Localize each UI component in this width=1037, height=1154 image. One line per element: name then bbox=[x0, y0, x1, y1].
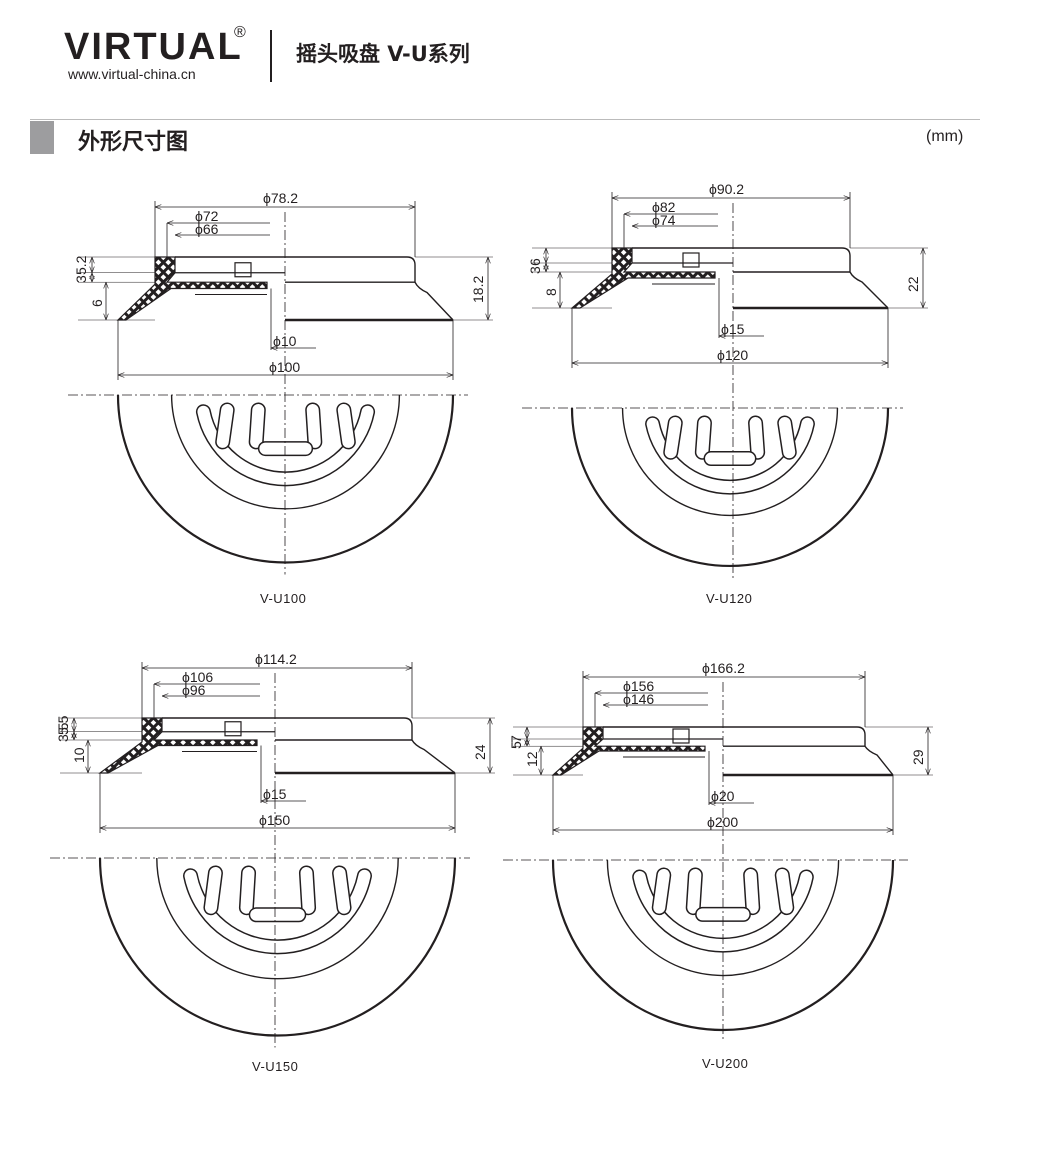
cup-profile-right bbox=[733, 247, 889, 309]
groove-slot-radial-inner bbox=[306, 404, 321, 448]
suction-cup-1 bbox=[570, 247, 890, 568]
dim-d1-label: ϕ72 bbox=[195, 208, 219, 224]
dim-base-label: ϕ150 bbox=[259, 812, 291, 828]
cup-section-hatch bbox=[98, 717, 258, 774]
groove-slot-radial-inner bbox=[337, 404, 355, 448]
groove-slot-radial-inner bbox=[664, 417, 682, 459]
nipple-shape bbox=[234, 262, 252, 278]
header-rule bbox=[30, 119, 980, 120]
registered-mark: ® bbox=[234, 24, 246, 41]
groove-slot-radial-inner bbox=[300, 867, 315, 914]
page-title: 摇头吸盘 V-U系列 bbox=[296, 42, 470, 66]
suction-cup-3 bbox=[551, 726, 895, 1032]
unit-label: (mm) bbox=[926, 128, 964, 145]
cup-section-hatch bbox=[570, 247, 716, 309]
website-url: www.virtual-china.cn bbox=[68, 66, 196, 82]
groove-slot-radial-inner bbox=[778, 417, 796, 459]
dim-v2-label: 3 bbox=[73, 275, 89, 284]
dim-height-label: 22 bbox=[905, 276, 921, 292]
dim-port-label: ϕ15 bbox=[721, 321, 745, 337]
section-title: 外形尺寸图 bbox=[78, 130, 189, 155]
groove-slot-radial-inner bbox=[687, 869, 702, 914]
nipple-shape bbox=[224, 721, 242, 737]
dim-v1-label: 5.2 bbox=[73, 255, 89, 275]
dim-d2-label: ϕ96 bbox=[182, 682, 206, 698]
bottom-view-outline bbox=[98, 857, 457, 1037]
groove-slot-radial-inner bbox=[333, 867, 351, 914]
dim-v1-label: 6 bbox=[527, 257, 543, 266]
cup-section-hatch bbox=[551, 726, 706, 776]
dim-base-label: ϕ120 bbox=[717, 347, 749, 363]
dim-d2-label: ϕ74 bbox=[652, 212, 676, 228]
dim-d1-label: ϕ156 bbox=[623, 678, 655, 694]
bottom-view-outline bbox=[570, 407, 890, 568]
groove-slot-radial-inner bbox=[696, 417, 711, 459]
dim-base-label: ϕ100 bbox=[269, 359, 301, 375]
dim-v2-label: 3.5 bbox=[55, 722, 71, 742]
dim-outer-label: ϕ166.2 bbox=[702, 660, 745, 676]
dim-v3-label: 12 bbox=[524, 751, 540, 767]
header-divider bbox=[270, 30, 272, 82]
model-name: V-U150 bbox=[252, 1059, 299, 1074]
dim-height-label: 18.2 bbox=[470, 275, 486, 303]
dim-v3-label: 6 bbox=[89, 299, 105, 308]
dim-v2-label: 5 bbox=[508, 740, 524, 749]
inner-ring bbox=[170, 394, 401, 510]
section-marker bbox=[30, 121, 54, 154]
bottom-view-outline bbox=[116, 394, 455, 564]
dim-d1-label: ϕ82 bbox=[652, 199, 676, 215]
nipple-shape bbox=[672, 728, 690, 744]
dim-v2-label: 3 bbox=[527, 265, 543, 274]
dim-d2-label: ϕ146 bbox=[623, 691, 655, 707]
cup-profile-right bbox=[285, 256, 454, 321]
model-name: V-U120 bbox=[706, 591, 753, 606]
suction-cup-0 bbox=[116, 256, 455, 564]
dim-d1-label: ϕ106 bbox=[182, 669, 214, 685]
inner-ring bbox=[621, 407, 839, 517]
dim-outer-label: ϕ114.2 bbox=[255, 651, 297, 667]
dim-v3-label: 8 bbox=[543, 288, 559, 296]
groove-slot-radial-inner bbox=[204, 867, 222, 914]
inner-ring bbox=[156, 857, 399, 980]
dim-base-label: ϕ200 bbox=[707, 814, 739, 830]
brand-logo: VIRTUAL bbox=[64, 26, 243, 68]
groove-slot-radial-inner bbox=[240, 867, 255, 914]
groove-slot-radial-inner bbox=[776, 869, 793, 914]
cup-section-hatch bbox=[116, 256, 268, 321]
nipple-shape bbox=[682, 252, 700, 268]
dim-d2-label: ϕ66 bbox=[195, 221, 219, 237]
dim-outer-label: ϕ78.2 bbox=[263, 190, 299, 206]
dim-port-label: ϕ20 bbox=[711, 788, 735, 804]
groove-slot-radial-inner bbox=[653, 869, 670, 914]
model-name: V-U100 bbox=[260, 591, 307, 606]
dim-v3-label: 10 bbox=[71, 746, 87, 763]
dim-port-label: ϕ10 bbox=[273, 333, 297, 349]
cup-profile-right bbox=[723, 726, 894, 776]
groove-slot-radial-inner bbox=[216, 404, 234, 448]
groove-slot-radial-inner bbox=[744, 869, 759, 914]
dim-height-label: 29 bbox=[910, 749, 926, 765]
dim-port-label: ϕ15 bbox=[263, 786, 287, 802]
groove-slot-radial-inner bbox=[250, 404, 265, 448]
suction-cup-2 bbox=[98, 717, 457, 1037]
model-name: V-U200 bbox=[702, 1056, 749, 1071]
groove-slot-radial-inner bbox=[749, 417, 764, 459]
dim-outer-label: ϕ90.2 bbox=[709, 181, 745, 197]
cup-profile-right bbox=[275, 717, 456, 774]
dim-height-label: 24 bbox=[472, 743, 488, 760]
